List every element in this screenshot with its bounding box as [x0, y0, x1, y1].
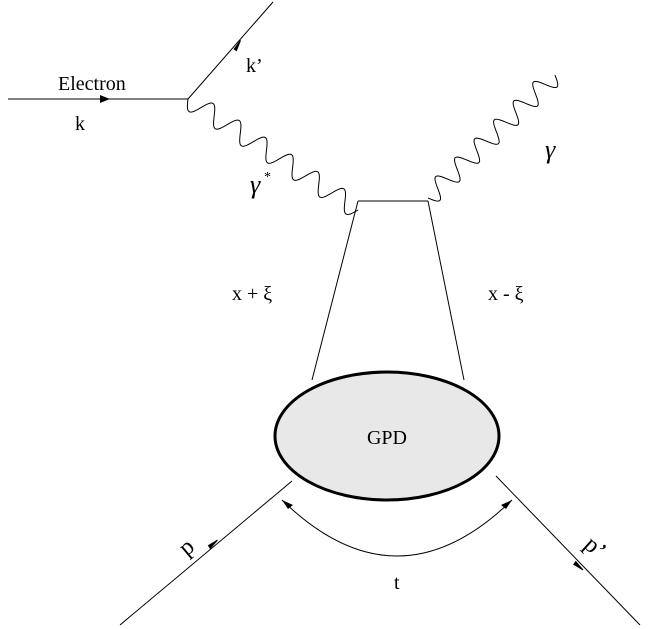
- incoming-proton-arrow: [207, 539, 218, 550]
- gamma-label: γ: [545, 135, 556, 164]
- quark-left-line: [311, 200, 359, 381]
- outgoing-proton-line: [495, 475, 641, 626]
- x-minus-xi-label: x - ξ: [488, 283, 524, 305]
- incoming-proton-line: [119, 480, 293, 626]
- outgoing-proton-arrow: [573, 560, 584, 571]
- quark-right-line: [427, 200, 465, 381]
- t-label: t: [394, 572, 400, 594]
- outgoing-electron-arrow: [233, 40, 241, 52]
- electron-label: Electron: [58, 73, 126, 95]
- incoming-electron-arrow: [100, 95, 110, 103]
- real-photon-line: [427, 74, 559, 202]
- gpd-blob: [273, 370, 501, 502]
- p-prime-label: p’: [579, 531, 611, 564]
- k-label: k: [75, 113, 85, 135]
- x-plus-xi-label: x + ξ: [232, 283, 272, 305]
- gamma-star-label: γ: [250, 170, 261, 199]
- momentum-arc-arrow-right: [501, 500, 512, 509]
- momentum-arc-arrow-left: [282, 500, 293, 509]
- gamma-star-superscript: *: [264, 170, 271, 185]
- virtual-photon-line: [186, 98, 359, 216]
- p-label: p: [174, 534, 200, 562]
- outgoing-electron-line: [187, 1, 274, 100]
- gpd-label: GPD: [367, 427, 407, 449]
- momentum-transfer-arc: [281, 499, 513, 557]
- k-prime-label: k’: [246, 55, 263, 77]
